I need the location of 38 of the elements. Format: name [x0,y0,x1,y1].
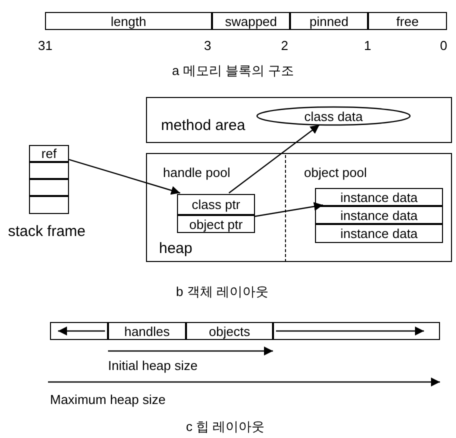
panel-title: heap [159,240,192,257]
bit-field: pinned [290,12,368,30]
dimension-label: Initial heap size [108,358,198,373]
dimension-label: Maximum heap size [50,392,166,407]
instance-data-row: instance data [315,224,443,243]
bit-field: length [45,12,212,30]
pointer-field: class ptr [177,194,255,215]
pointer-field: object ptr [177,215,255,233]
panel-title: method area [161,117,246,134]
heap-segment [273,322,440,340]
region-label: object pool [304,165,367,180]
arrow [68,158,180,195]
method-area-panel [146,97,452,143]
heap-panel [146,153,452,262]
stack-slot [29,179,69,196]
bit-field: free [368,12,447,30]
bit-number: 0 [440,38,448,53]
instance-data-row: instance data [315,188,443,206]
heap-segment [50,322,108,340]
bit-number: 2 [281,38,288,53]
heap-segment: objects [186,322,273,340]
arrow [228,124,320,194]
region-label: stack frame [8,223,86,240]
figure-caption: b 객체 레이아웃 [176,283,268,301]
arrow [254,202,324,218]
ref-slot: ref [29,145,69,162]
bit-number: 31 [38,38,52,53]
bit-number: 1 [364,38,372,53]
bit-number: 3 [204,38,212,53]
stack-slot [29,162,69,179]
bit-field: swapped [212,12,290,30]
heap-segment: handles [108,322,186,340]
instance-data-row: instance data [315,206,443,224]
class-data-ellipse: class data [256,106,411,126]
stack-slot [29,196,69,214]
figure-caption: a 메모리 블록의 구조 [172,62,294,80]
figure-caption: c 힙 레이아웃 [186,418,265,436]
region-label: handle pool [163,165,230,180]
